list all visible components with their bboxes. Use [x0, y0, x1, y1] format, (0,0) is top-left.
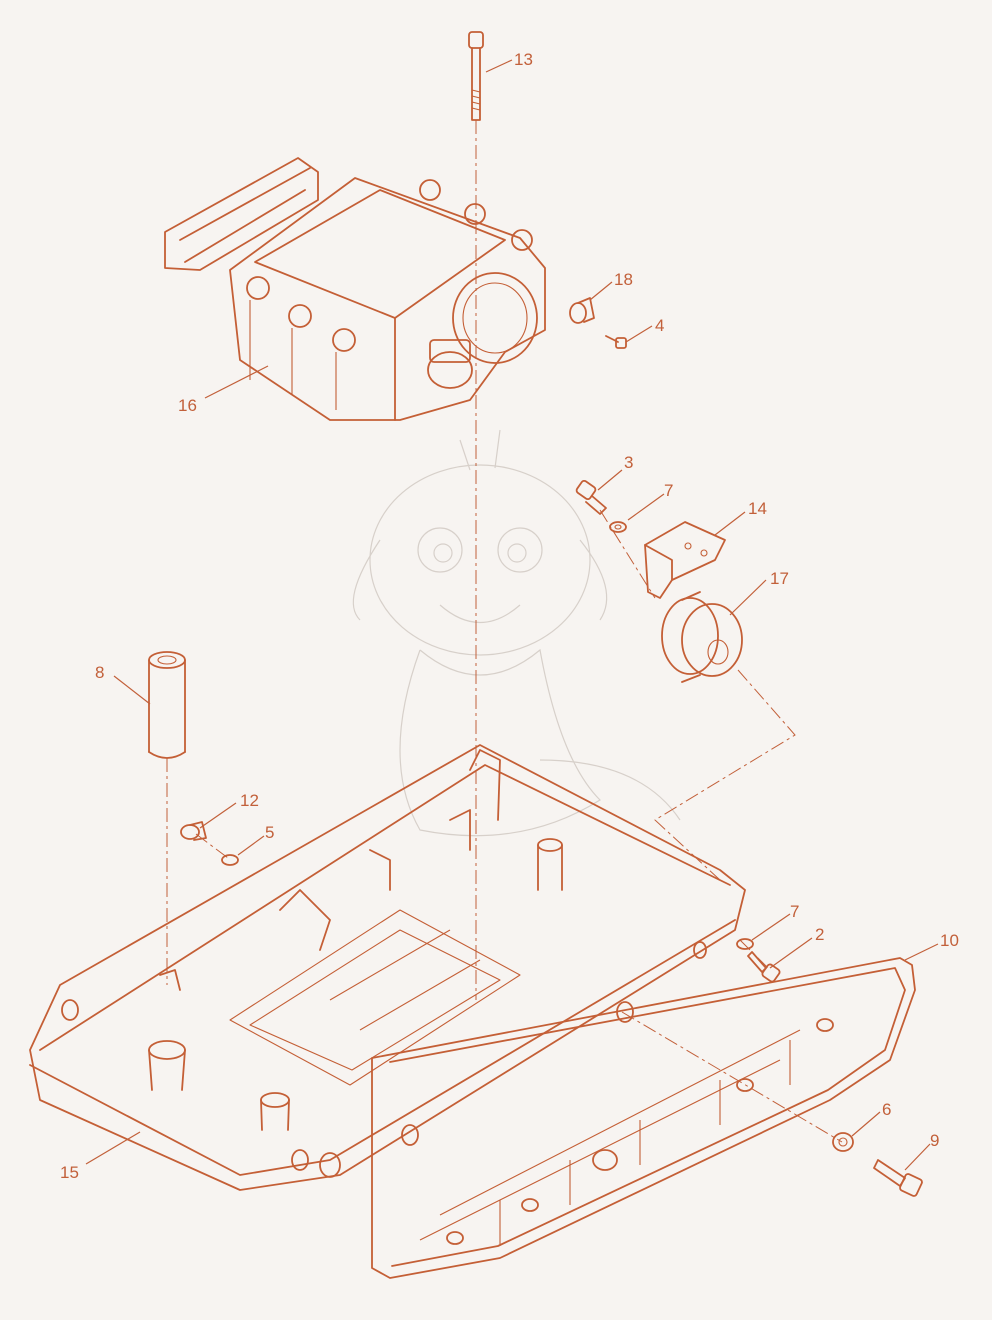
callout-18: 18: [614, 270, 633, 289]
callout-13: 13: [514, 50, 533, 69]
callout-7-upper: 7: [664, 481, 673, 500]
part-bolt-13: [468, 31, 484, 121]
part-housing-16: [164, 157, 546, 421]
callout-15: 15: [60, 1163, 79, 1182]
callout-16: 16: [178, 396, 197, 415]
part-plug-18: [569, 297, 595, 324]
part-sleeve-8: [148, 651, 186, 759]
callout-10: 10: [940, 931, 959, 950]
callout-9: 9: [930, 1131, 939, 1150]
callout-3: 3: [624, 453, 633, 472]
cartoon-watermark: [352, 429, 681, 837]
part-washer-7-lower: [736, 938, 754, 950]
part-washer-6: [832, 1132, 854, 1152]
callout-14: 14: [748, 499, 767, 518]
callout-8: 8: [95, 663, 104, 682]
callout-leaders: [85, 59, 939, 1171]
part-bracket-14: [644, 521, 726, 599]
part-washer-5: [221, 854, 239, 866]
assembly-centerlines: [166, 120, 843, 1143]
callout-17: 17: [770, 569, 789, 588]
part-plug-12: [180, 821, 207, 841]
part-skid-10: [371, 957, 916, 1279]
part-screw-4: [605, 335, 627, 349]
callout-labels: 13 18 4 16 3 7 14 17 8 12 5 7 2 10 6 9 1…: [60, 50, 959, 1182]
part-bolt-3: [575, 479, 607, 515]
part-bolt-2: [747, 951, 781, 983]
callout-4: 4: [655, 316, 664, 335]
part-washer-7-upper: [609, 521, 627, 533]
callout-2: 2: [815, 925, 824, 944]
callout-6: 6: [882, 1100, 891, 1119]
part-rubber-mount-17: [661, 591, 743, 683]
part-base-plate-15: [29, 744, 746, 1191]
callout-7-lower: 7: [790, 902, 799, 921]
callout-5: 5: [265, 823, 274, 842]
callout-12: 12: [240, 791, 259, 810]
part-bolt-9: [873, 1159, 923, 1197]
